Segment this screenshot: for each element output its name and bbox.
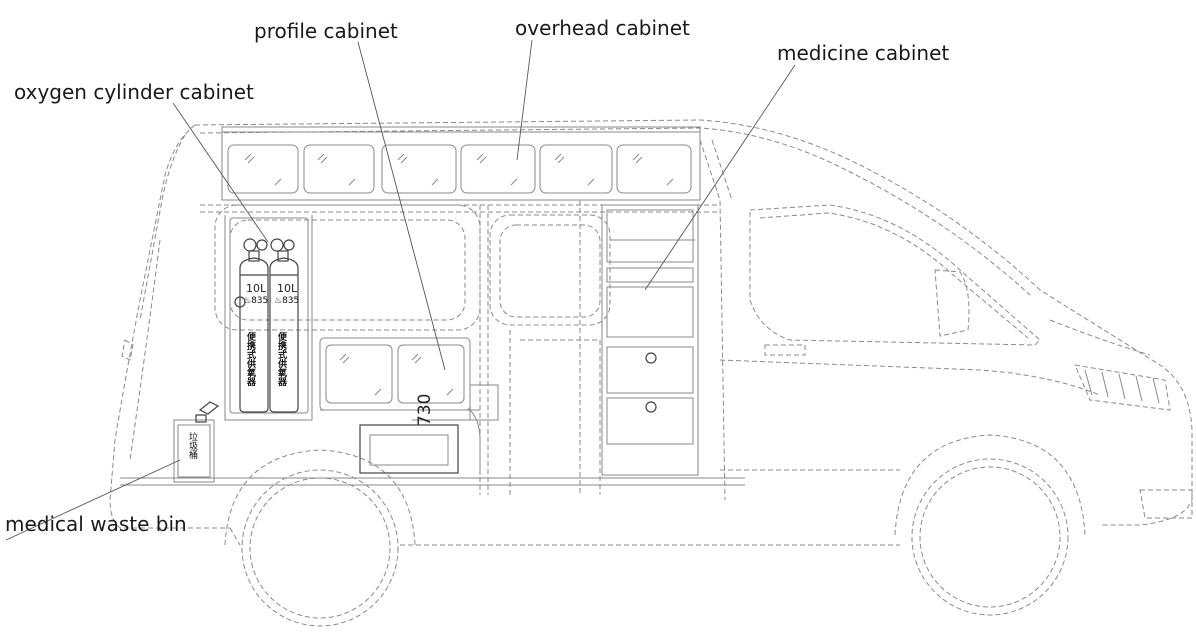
cylinder-2-marking: 便携式供氧器 (276, 331, 288, 387)
oxygen-cylinder-2: 10L ♨835 便携式供氧器 (269, 238, 299, 413)
cylinder-2-volume: 10L (277, 282, 298, 295)
rear-wheel (224, 449, 416, 627)
label-profile-cabinet: profile cabinet (254, 19, 398, 43)
cylinder-1-code: ♨835 (243, 296, 268, 306)
overhead-cabinet (221, 126, 701, 201)
label-overhead-cabinet: overhead cabinet (515, 16, 690, 40)
cylinder-1-marking: 便携式供氧器 (245, 331, 257, 387)
dimension-label: 730 (415, 394, 435, 426)
oxygen-cylinder-cabinet: 10L ♨835 便携式供氧器 10L ♨835 便携式供氧器 (224, 215, 313, 421)
waste-bin-marking: 垃圾桶 (187, 431, 198, 460)
dimension-730: 730 (412, 394, 480, 426)
cylinder-2-code: ♨835 (274, 296, 299, 306)
cylinder-1-volume: 10L (246, 282, 267, 295)
medicine-cabinet (601, 204, 699, 476)
front-cab (749, 204, 1193, 519)
front-wheel (894, 434, 1086, 616)
oxygen-cylinder-1: 10L ♨835 便携式供氧器 (239, 238, 269, 413)
leader-lines (5, 39, 796, 541)
profile-cabinet (319, 337, 499, 475)
fire-extinguisher (195, 401, 220, 423)
label-medical-waste-bin: medical waste bin (5, 512, 187, 536)
label-oxygen-cylinder-cabinet: oxygen cylinder cabinet (14, 80, 254, 104)
medical-waste-bin: 垃圾桶 (173, 419, 215, 483)
label-medicine-cabinet: medicine cabinet (777, 41, 949, 65)
van-body (109, 119, 1193, 546)
